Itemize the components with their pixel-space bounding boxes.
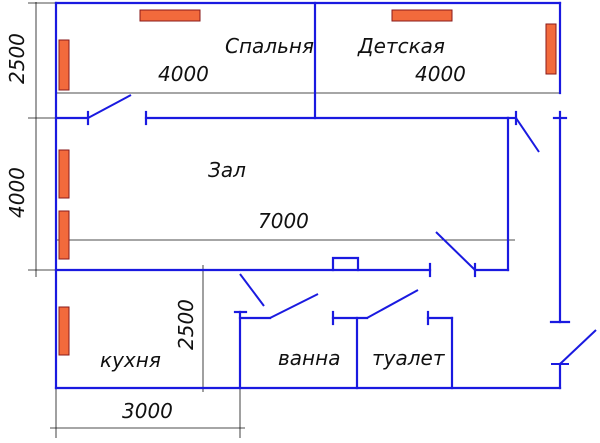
- door-hall: [435, 231, 476, 271]
- door-entrance: [559, 329, 597, 365]
- radiator-kids-top: [391, 9, 453, 22]
- dim-kitchen-width: 3000: [122, 399, 173, 423]
- room-label-toilet: туалет: [372, 346, 446, 370]
- room-label-bedroom: Спальня: [225, 34, 314, 58]
- dim-bedroom-height: 2500: [5, 33, 29, 84]
- room-label-hall: Зал: [208, 158, 246, 182]
- dim-kitchen-height: 2500: [174, 299, 198, 350]
- dim-bedroom-width: 4000: [158, 62, 209, 86]
- door-toilet: [366, 289, 419, 319]
- radiator-hall-left-1: [58, 149, 70, 199]
- dim-hall-height: 4000: [5, 167, 29, 218]
- door-kitchen: [239, 273, 265, 307]
- radiators: [58, 9, 557, 356]
- room-label-kitchen: кухня: [100, 348, 161, 372]
- dimension-lines: [28, 2, 560, 438]
- room-label-bathroom: ванна: [278, 346, 340, 370]
- door-bedroom: [87, 94, 132, 119]
- dim-hall-width: 7000: [258, 209, 309, 233]
- radiator-kitchen: [58, 306, 70, 356]
- radiator-bedroom-top: [139, 9, 201, 22]
- door-bathroom: [269, 293, 319, 319]
- dim-kids-room-width: 4000: [415, 62, 466, 86]
- room-label-kids-room: Детская: [357, 34, 445, 58]
- door-kids: [515, 117, 540, 153]
- walls: [54, 1, 571, 390]
- radiator-kids-right: [545, 23, 557, 75]
- radiator-hall-left-2: [58, 210, 70, 260]
- doors: [87, 94, 597, 365]
- radiator-bedroom-left: [58, 39, 70, 91]
